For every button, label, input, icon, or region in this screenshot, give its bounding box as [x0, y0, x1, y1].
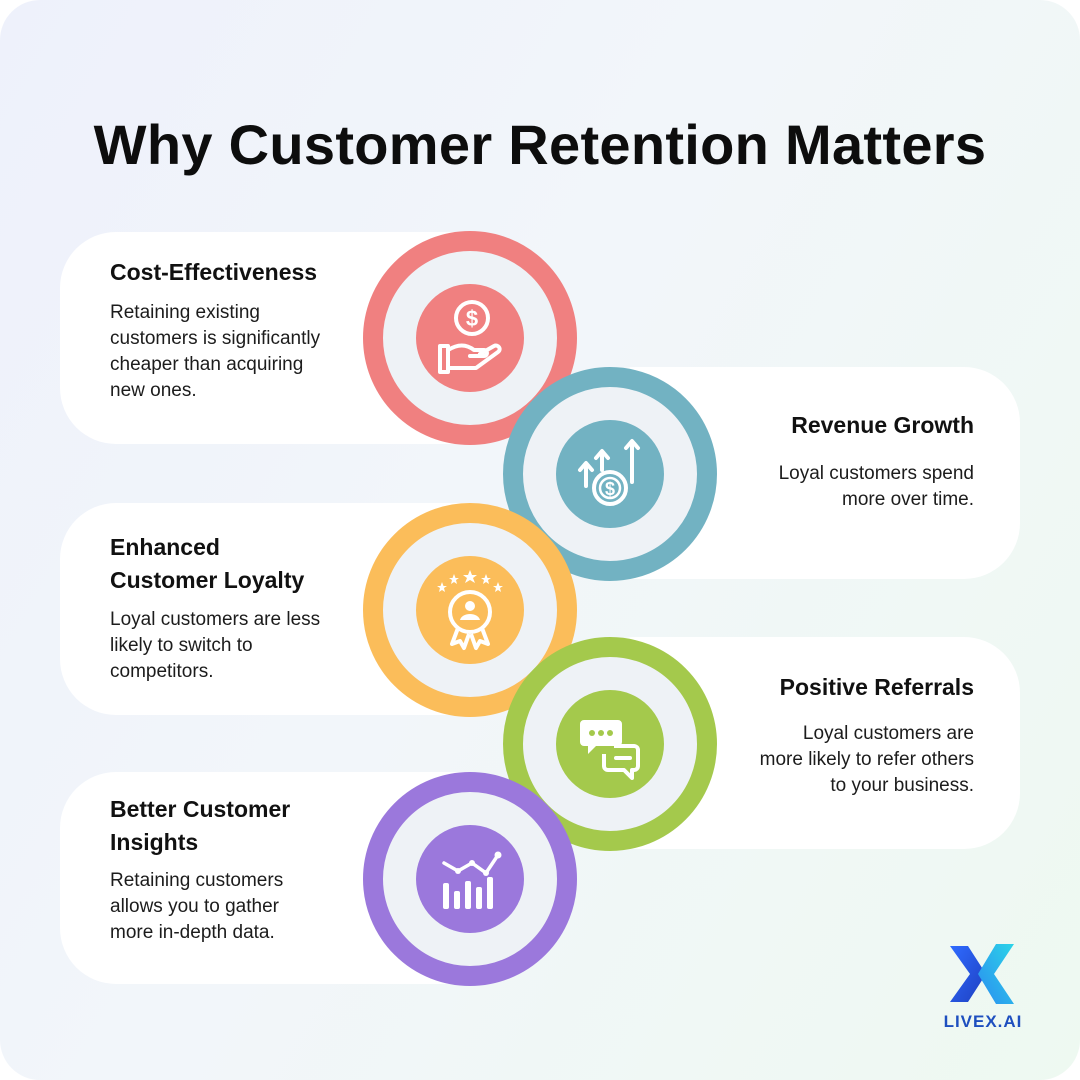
card-title: Positive Referrals — [779, 674, 974, 700]
description-line: new ones. — [110, 380, 197, 401]
card-description: Loyal customers are more likely to refer… — [760, 721, 974, 799]
description-line: Retaining existing — [110, 302, 260, 323]
card-description: Loyal customers spend more over time. — [779, 461, 974, 513]
page-title: Why Customer Retention Matters — [93, 113, 987, 176]
card-description: Loyal customers are less likely to switc… — [110, 607, 320, 685]
description-line: Loyal customers spend — [778, 463, 974, 484]
chat-bubbles-icon — [556, 690, 664, 798]
svg-text:$: $ — [605, 479, 615, 499]
description-line: Retaining customers — [110, 870, 284, 891]
logo-text: LIVEX.AI — [943, 1012, 1023, 1031]
card-title: Better Customer Insights — [110, 793, 290, 859]
description-line: more likely to refer others — [759, 749, 974, 770]
description-line: likely to switch to — [110, 635, 253, 656]
card-description: Retaining customers allows you to gather… — [110, 868, 283, 946]
description-line: allows you to gather — [110, 896, 279, 917]
livex-logo-mark — [950, 944, 1014, 1004]
dollar-growth-arrows-icon: $ — [556, 420, 664, 528]
title-line: Customer Loyalty — [110, 567, 305, 593]
description-line: cheaper than acquiring — [110, 354, 304, 375]
description-line: Loyal customers are less — [110, 609, 321, 630]
loyalty-badge-icon — [416, 556, 524, 664]
description-line: competitors. — [110, 661, 214, 682]
livex-logo: LIVEX.AI — [938, 940, 1028, 1040]
svg-text:$: $ — [466, 306, 478, 331]
description-line: more in-depth data. — [110, 922, 275, 943]
description-line: more over time. — [842, 489, 974, 510]
title-line: Better Customer — [110, 796, 291, 822]
title-line: Insights — [110, 829, 199, 855]
description-line: to your business. — [830, 775, 974, 796]
ring-customer-insights — [363, 772, 577, 986]
description-line: customers is significantly — [110, 328, 321, 349]
card-title: Revenue Growth — [791, 412, 974, 438]
card-title: Enhanced Customer Loyalty — [110, 531, 304, 597]
card-title: Cost-Effectiveness — [110, 259, 318, 285]
title-line: Enhanced — [110, 534, 220, 560]
bar-chart-trend-icon — [416, 825, 524, 933]
description-line: Loyal customers are — [802, 723, 974, 744]
hand-holding-dollar-icon: $ — [416, 284, 524, 392]
card-description: Retaining existing customers is signific… — [110, 300, 320, 404]
